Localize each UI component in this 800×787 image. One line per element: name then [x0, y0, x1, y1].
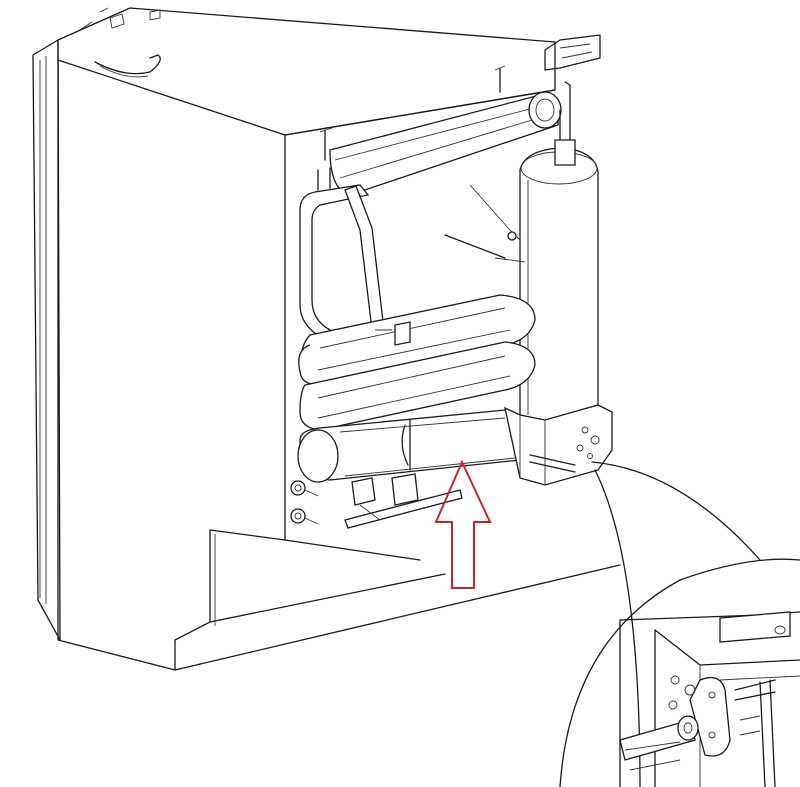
left-riser-pipe [299, 167, 385, 339]
up-arrow-icon [434, 459, 492, 589]
callout-leader-upper [591, 461, 761, 561]
callout-circle [559, 558, 800, 787]
gas-valve-assembly [290, 473, 463, 529]
absorber-tank [297, 409, 521, 483]
cabinet-top [57, 7, 556, 136]
door-panel [32, 39, 61, 641]
condenser-tube [319, 65, 562, 196]
detail-callout [559, 461, 800, 787]
callout-leader-lower [594, 469, 641, 787]
thermostat-sensor [444, 184, 526, 263]
serpentine-coil [298, 294, 536, 431]
cabinet [32, 7, 621, 671]
burner-housing [504, 404, 613, 486]
cabinet-side [57, 39, 176, 671]
detail-view [619, 611, 800, 787]
cabinet-base-step [174, 529, 621, 671]
